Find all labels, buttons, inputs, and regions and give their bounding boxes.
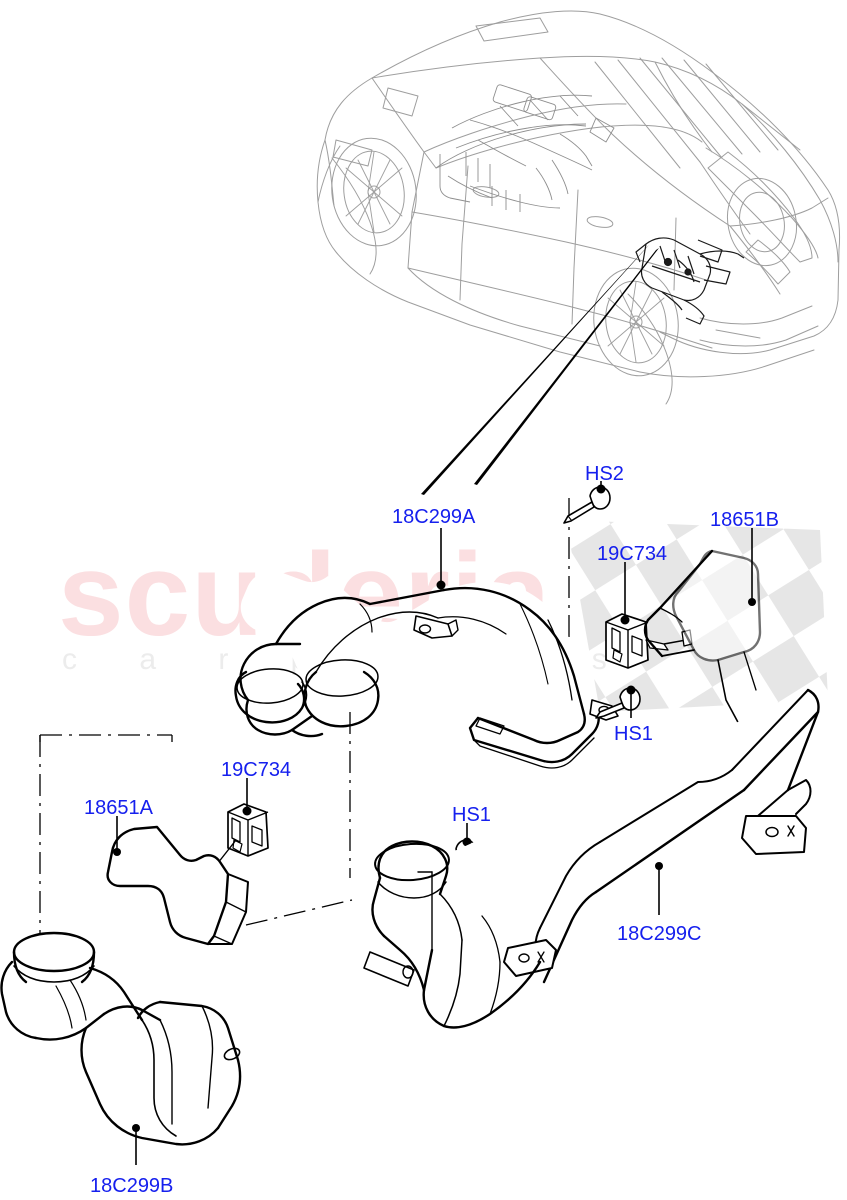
part-18C299C-right-duct <box>363 688 820 1032</box>
part-label-19C734-lower: 19C734 <box>221 759 292 781</box>
part-label-19C734-upper: 19C734 <box>597 543 668 565</box>
part-18651A-insulation-pad <box>106 825 249 946</box>
part-label-18C299A: 18C299A <box>392 506 476 528</box>
part-label-18C299C: 18C299C <box>617 923 702 945</box>
part-18C299B-left-duct <box>0 931 242 1146</box>
vehicle-leader-lines <box>421 245 659 495</box>
part-18C299A-main-duct <box>234 570 619 769</box>
part-HS2-fastener <box>563 484 611 524</box>
part-label-18651B: 18651B <box>710 509 779 531</box>
vehicle-illustration <box>316 10 841 405</box>
part-HS1-fastener-upper <box>595 685 641 719</box>
label-leader-stems <box>116 481 753 1165</box>
assembly-alignment-lines-solid <box>39 735 173 742</box>
part-label-HS1-lower: HS1 <box>452 804 491 826</box>
part-label-18C299B: 18C299B <box>90 1175 174 1197</box>
part-18651B-insulation-pad <box>643 549 762 727</box>
part-label-HS2: HS2 <box>585 463 624 485</box>
assembly-alignment-lines <box>39 498 570 965</box>
part-label-18651A: 18651A <box>84 797 153 819</box>
vehicle-highlight-module <box>635 237 745 325</box>
vehicle-interior-detail <box>435 84 615 212</box>
part-label-HS1-upper: HS1 <box>614 723 653 745</box>
